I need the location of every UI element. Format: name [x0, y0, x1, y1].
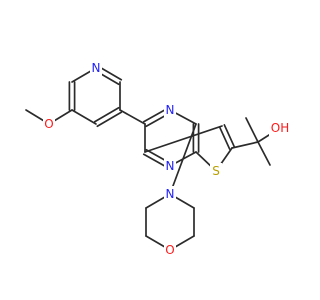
atom-label-background	[43, 116, 55, 132]
double-bond-line	[93, 106, 120, 123]
single-bond	[257, 141, 271, 166]
atom-label-n-pyr: N	[92, 61, 101, 75]
atom-label-background	[210, 163, 222, 179]
single-bond	[245, 117, 259, 143]
single-bond	[169, 123, 197, 195]
atom-label-background	[164, 158, 176, 174]
double-bond-line	[96, 111, 123, 128]
single-bond	[71, 109, 97, 125]
atom-label-n-pym1: N	[166, 103, 175, 117]
atom-label-n-morph: N	[166, 187, 175, 201]
atom-label-background	[164, 186, 176, 202]
atom-label-s-thio: S	[212, 164, 220, 178]
atom-label-oh: OH	[271, 121, 289, 135]
atom-label-background	[164, 102, 176, 118]
single-bond	[231, 141, 259, 149]
atom-label-n-pym3: N	[166, 159, 175, 173]
atom-label-background	[269, 120, 291, 136]
atom-label-background	[90, 60, 102, 76]
single-bond	[119, 109, 146, 125]
double-bond-line	[218, 126, 231, 150]
atom-label-o-morph: O	[165, 243, 174, 257]
bonds	[25, 64, 281, 251]
atom-label-background	[164, 242, 176, 258]
atom-label-o-methoxy: O	[44, 117, 53, 131]
double-bond-line	[223, 124, 236, 148]
single-bond	[144, 125, 223, 153]
